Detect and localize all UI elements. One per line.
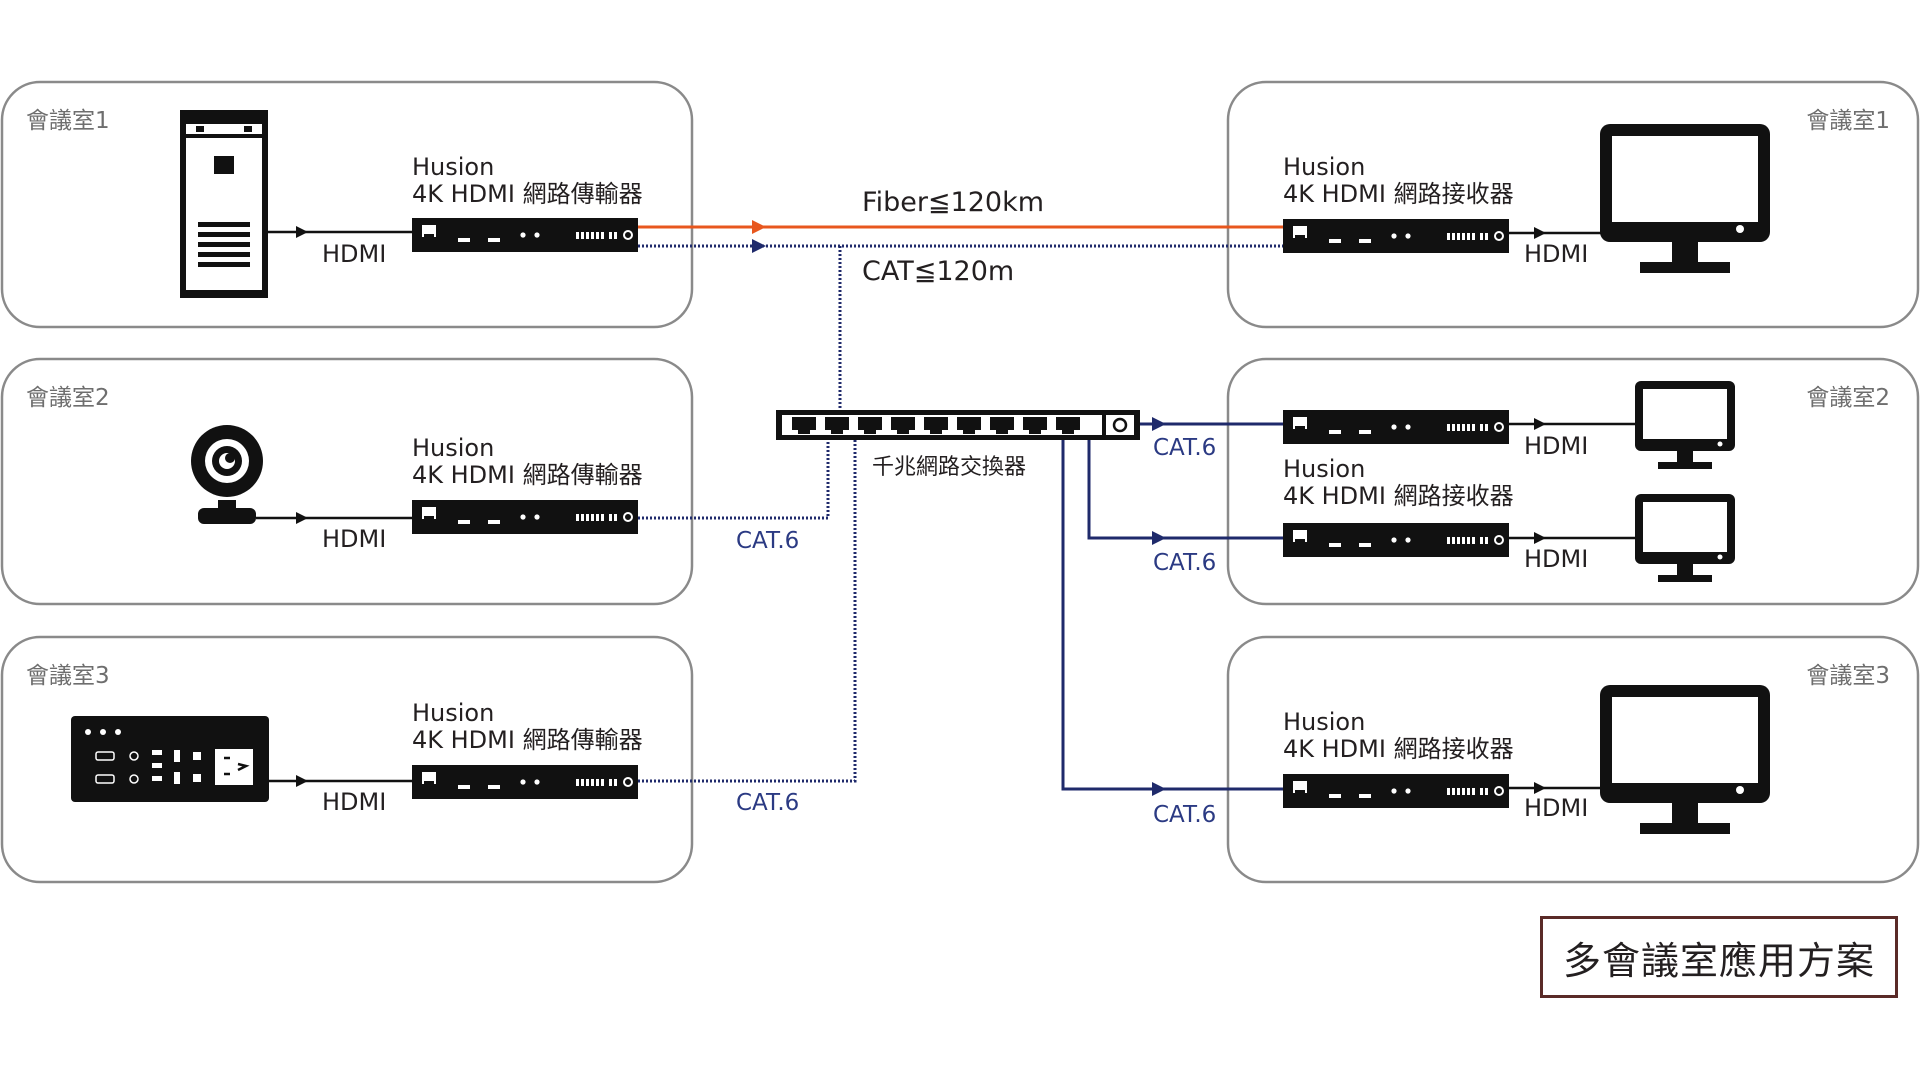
hdmi-label-left-3: HDMI [322,788,386,816]
monitor-icon-1 [1600,124,1770,273]
transmitter-model-1: 4K HDMI 網路傳輸器 [412,180,643,208]
room-label-right-1: 會議室1 [1806,108,1890,134]
hdmi-label-right-3: HDMI [1524,794,1588,822]
room-frame-right-1 [1226,80,1920,329]
cat6-label-right-3: CAT.6 [1153,802,1216,828]
room-label-right-2: 會議室2 [1806,385,1890,411]
receiver-model-3: 4K HDMI 網路接收器 [1283,735,1514,763]
room-label-left-3: 會議室3 [26,663,110,689]
diagram-title-box: 多會議室應用方案 [1540,916,1898,998]
receiver-model-1: 4K HDMI 網路接收器 [1283,180,1514,208]
room-label-right-3: 會議室3 [1806,663,1890,689]
monitor-icon-2b [1635,494,1735,582]
room-frame-left-1 [0,80,694,329]
room-frame-right-3 [1226,635,1920,884]
network-switch-icon [776,410,1140,440]
wall-plate-icon [71,716,269,802]
cat6-label-left-2: CAT.6 [736,528,799,554]
cat-dotted-line-2 [638,432,830,520]
cat-range-label: CAT≦120m [862,256,1014,287]
hdmi-label-right-1: HDMI [1524,240,1588,268]
tower-pc-icon [180,110,268,298]
fiber-label: Fiber≦120km [862,187,1044,218]
receiver-brand-1: Husion [1283,153,1365,181]
transmitter-brand-1: Husion [412,153,494,181]
cat6-label-right-2: CAT.6 [1153,550,1216,576]
hdmi-label-right-2a: HDMI [1524,432,1588,460]
cat6-label-right-1: CAT.6 [1153,435,1216,461]
receiver-device-1 [1282,218,1510,254]
room-frame-left-2 [0,357,694,606]
receiver-brand-3: Husion [1283,708,1365,736]
transmitter-device-3 [411,764,639,800]
room-label-left-2: 會議室2 [26,385,110,411]
room-label-left-1: 會議室1 [26,108,110,134]
monitor-icon-2a [1635,381,1735,469]
receiver-model-2: 4K HDMI 網路接收器 [1283,482,1514,510]
cat6-label-left-3: CAT.6 [736,790,799,816]
switch-label: 千兆網路交換器 [872,455,1026,480]
hdmi-label-left-1: HDMI [322,240,386,268]
cat6-line-right-2 [1087,440,1283,540]
receiver-device-3 [1282,773,1510,809]
transmitter-brand-2: Husion [412,434,494,462]
transmitter-device-2 [411,499,639,535]
room-frame-left-3 [0,635,694,884]
cat-dotted-line-3 [638,432,857,783]
monitor-icon-3 [1600,685,1770,834]
diagram-title: 多會議室應用方案 [1562,938,1875,983]
hdmi-label-right-2b: HDMI [1524,545,1588,573]
transmitter-brand-3: Husion [412,699,494,727]
receiver-device-2b [1282,522,1510,558]
transmitter-device-1 [411,217,639,253]
receiver-device-2a [1282,409,1510,445]
receiver-brand-2: Husion [1283,455,1365,483]
room-frame-right-2 [1226,357,1920,606]
transmitter-model-2: 4K HDMI 網路傳輸器 [412,461,643,489]
hdmi-label-left-2: HDMI [322,525,386,553]
transmitter-model-3: 4K HDMI 網路傳輸器 [412,726,643,754]
webcam-icon [191,425,263,524]
cat6-line-right-3 [1061,440,1283,791]
